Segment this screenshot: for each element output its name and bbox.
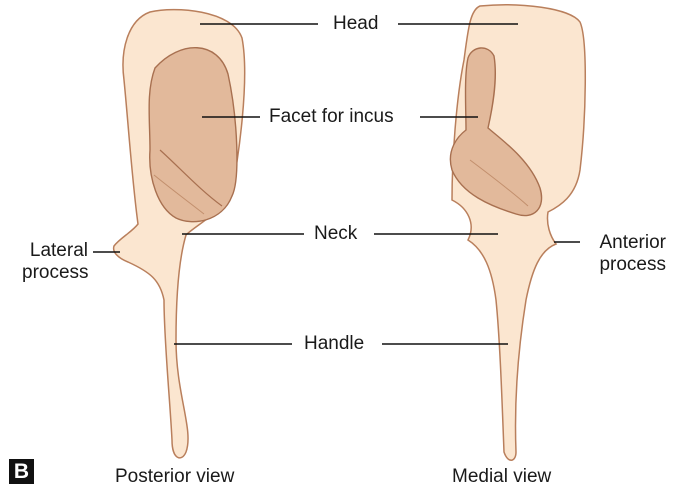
- label-anterior-process: Anterior process: [586, 232, 666, 276]
- label-facet-for-incus: Facet for incus: [269, 106, 394, 128]
- label-anterior-line2: process: [586, 254, 666, 276]
- panel-letter-badge: B: [9, 459, 34, 484]
- posterior-incus-facet: [149, 48, 237, 222]
- caption-posterior-view: Posterior view: [115, 466, 234, 488]
- label-head: Head: [333, 13, 378, 35]
- label-lateral-line2: process: [22, 262, 88, 284]
- label-handle: Handle: [304, 333, 364, 355]
- medial-malleus: [450, 5, 585, 460]
- label-anterior-line1: Anterior: [586, 232, 666, 254]
- label-neck: Neck: [314, 223, 357, 245]
- label-lateral-process: Lateral process: [22, 240, 88, 284]
- caption-medial-view: Medial view: [452, 466, 551, 488]
- label-lateral-line1: Lateral: [22, 240, 88, 262]
